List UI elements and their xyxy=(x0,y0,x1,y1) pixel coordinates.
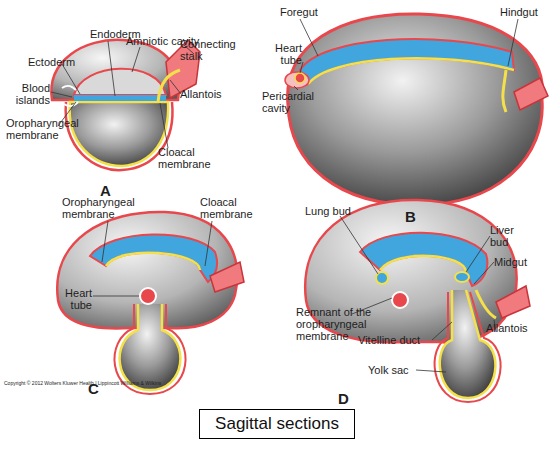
panel-d-drawing xyxy=(305,200,530,402)
yolk-sac xyxy=(120,304,181,390)
panel-letter: B xyxy=(405,208,425,225)
yolk-sac-outer xyxy=(435,292,501,402)
caption-text: Sagittal sections xyxy=(215,414,339,434)
structure-label: Vitelline duct xyxy=(358,334,438,346)
allantois xyxy=(476,290,496,318)
panel-letter: D xyxy=(338,390,358,407)
embryonic-disc xyxy=(74,95,166,102)
heart xyxy=(392,292,408,308)
gut-tube xyxy=(300,39,514,84)
yolk-sac xyxy=(70,102,169,166)
endoderm-layer xyxy=(74,101,166,103)
structure-label: Foregut xyxy=(280,6,330,18)
caption-box: Sagittal sections xyxy=(199,409,355,439)
structure-label: Hindgut xyxy=(500,6,550,18)
structure-label: Blood islands xyxy=(6,82,50,106)
gut-tube xyxy=(360,233,487,286)
structure-label: Heart tube xyxy=(268,42,302,66)
structure-label: Connecting stalk xyxy=(180,38,240,62)
yolk-sac-outer xyxy=(66,102,173,170)
allantois xyxy=(158,70,180,102)
leader-lines xyxy=(294,19,518,90)
leader-lines xyxy=(93,221,212,296)
embryo-body xyxy=(288,14,543,205)
structure-label: Pericardial cavity xyxy=(262,90,322,114)
copyright-note: Copyright © 2012 Wolters Kluwer Health |… xyxy=(4,380,224,386)
structure-label: Oropharyngeal membrane xyxy=(62,196,142,220)
endoderm-lining xyxy=(106,253,200,270)
structure-label: Ectoderm xyxy=(28,56,78,68)
liver-bud xyxy=(455,272,469,282)
heart-tube xyxy=(140,288,156,304)
structure-label: Midgut xyxy=(494,256,544,268)
heart-tube xyxy=(295,73,305,83)
structure-label: Liver bud xyxy=(490,224,530,248)
structure-label: Lung bud xyxy=(305,205,365,217)
endoderm-lining xyxy=(308,58,514,84)
structure-label: Allantois xyxy=(180,88,230,100)
connecting-stalk xyxy=(210,262,244,292)
structure-label: Heart tube xyxy=(58,287,92,311)
structure-label: Oropharyngeal membrane xyxy=(6,117,86,141)
panel-c-drawing xyxy=(57,212,244,394)
structure-label: Yolk sac xyxy=(368,364,428,376)
connecting-stalk xyxy=(496,286,530,318)
structure-label: Allantois xyxy=(486,322,546,334)
hindgut xyxy=(503,70,506,112)
pericardial-cavity xyxy=(285,72,309,88)
structure-label: Cloacal membrane xyxy=(158,146,220,170)
leader-lines xyxy=(340,216,496,372)
panel-b-drawing xyxy=(285,14,548,205)
connecting-stalk xyxy=(514,78,548,110)
structure-label: Cloacal membrane xyxy=(200,196,260,220)
gut-tube xyxy=(90,234,217,282)
endoderm-lining xyxy=(380,256,466,272)
amniotic-cavity xyxy=(74,69,166,95)
